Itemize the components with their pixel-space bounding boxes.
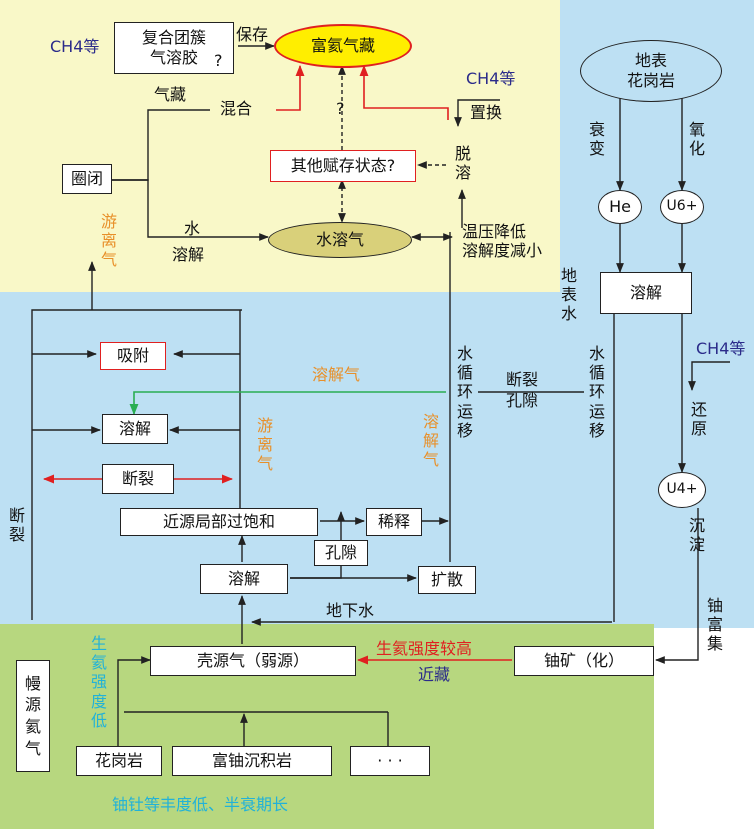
surface-granite-node: 地表 花岗岩: [580, 40, 722, 102]
temperature-pressure-label: 温压降低 溶解度减小: [462, 222, 543, 261]
uranium-enrichment-label: 铀 富 集: [706, 596, 723, 654]
crustal-gas-box: 壳源气（弱源）: [150, 646, 356, 676]
edge-rongjieqi-green: [129, 391, 446, 416]
composite-cluster-aerosol-box: 复合团簇 气溶胶: [114, 22, 234, 74]
oxidation-label: 氧 化: [688, 120, 705, 159]
preserve-label: 保存: [236, 25, 269, 44]
water-circulation-label-right: 水 循 环 运 移: [588, 344, 605, 440]
dissolve-box-mid: 溶解: [102, 414, 168, 444]
dissolved-gas-label-horizontal: 溶解气: [312, 365, 361, 384]
fracture-pore-label: 断裂 孔隙: [506, 370, 539, 410]
near-source-supersaturation-box: 近源局部过饱和: [120, 508, 318, 536]
dissolve-box-low: 溶解: [200, 564, 288, 594]
composite-cluster-question: ?: [214, 51, 223, 70]
pore-box: 孔隙: [314, 540, 368, 566]
helium-rich-reservoir-node: 富氦气藏: [274, 24, 412, 68]
ch4-label-1: CH4等: [50, 37, 100, 56]
exsolution-label: 脱 溶: [454, 144, 471, 183]
displacement-label: 置换: [470, 103, 503, 122]
mantle-helium-box: 幔源氦气: [16, 660, 50, 772]
edge-huagang-keyuan: [117, 656, 151, 746]
precipitation-label: 沉 淀: [688, 516, 705, 555]
dissolve-label-left: 溶解: [172, 245, 205, 264]
dissolve-box-top: 溶解: [600, 272, 692, 314]
ch4-label-2: CH4等: [466, 69, 516, 88]
reduction-label: 还 原: [690, 400, 707, 439]
helium-node: He: [598, 190, 642, 224]
near-reservoir-label: 近藏: [418, 665, 451, 684]
high-helium-intensity-label: 生氦强度较高: [376, 639, 473, 658]
edge-hunhe-fuhai: [276, 64, 305, 111]
more-sources-box: · · ·: [350, 746, 430, 776]
fracture-box: 断裂: [102, 464, 174, 494]
uranium-rich-sediment-box: 富铀沉积岩: [172, 746, 332, 776]
trap-box: 圈闭: [62, 164, 112, 194]
groundwater-label: 地下水: [326, 601, 375, 620]
question-mark-label: ?: [336, 99, 345, 118]
diffusion-box: 扩散: [418, 566, 476, 594]
low-helium-intensity-label: 生 氦 强 度 低: [90, 634, 107, 730]
water-circulation-label-left: 水 循 环 运 移: [456, 344, 473, 440]
surface-water-label: 地 表 水: [560, 266, 577, 324]
adsorption-box: 吸附: [100, 342, 166, 370]
dissolved-gas-label-vertical: 溶 解 气: [422, 412, 439, 470]
edge-rongjie-kongxi: [290, 566, 342, 579]
uranium-4-node: U4+: [658, 472, 706, 508]
free-gas-label-mid: 游 离 气: [256, 416, 273, 474]
fracture-label-left: 断 裂: [8, 506, 25, 545]
edge-youfuji: [655, 508, 699, 664]
gas-reservoir-label: 气藏: [154, 85, 187, 104]
bottom-note: 铀钍等丰度低、半衰期长: [112, 795, 289, 814]
other-occurrence-box: 其他赋存状态?: [270, 150, 416, 182]
edge-quanbi-qicang: [112, 109, 210, 181]
uranium-ore-box: 铀矿（化）: [514, 646, 654, 676]
free-gas-label-top: 游 离 气: [100, 212, 117, 270]
decay-label: 衰 变: [588, 120, 605, 159]
edge-ch4-huanyuan: [688, 361, 730, 391]
uranium-6-node: U6+: [660, 190, 704, 224]
edge-tuorong-fuhai: [359, 64, 449, 120]
edge-ch4-zhihuan: [454, 99, 500, 127]
water-soluble-gas-node: 水溶气: [268, 222, 412, 258]
water-label: 水: [184, 219, 201, 238]
mixing-label: 混合: [220, 99, 253, 118]
granite-box: 花岗岩: [76, 746, 162, 776]
ch4-label-3: CH4等: [696, 339, 746, 358]
edge-quanbi-shuirong: [112, 179, 269, 241]
edge-left-trunk: [31, 309, 242, 620]
dilution-box: 稀释: [366, 508, 422, 536]
